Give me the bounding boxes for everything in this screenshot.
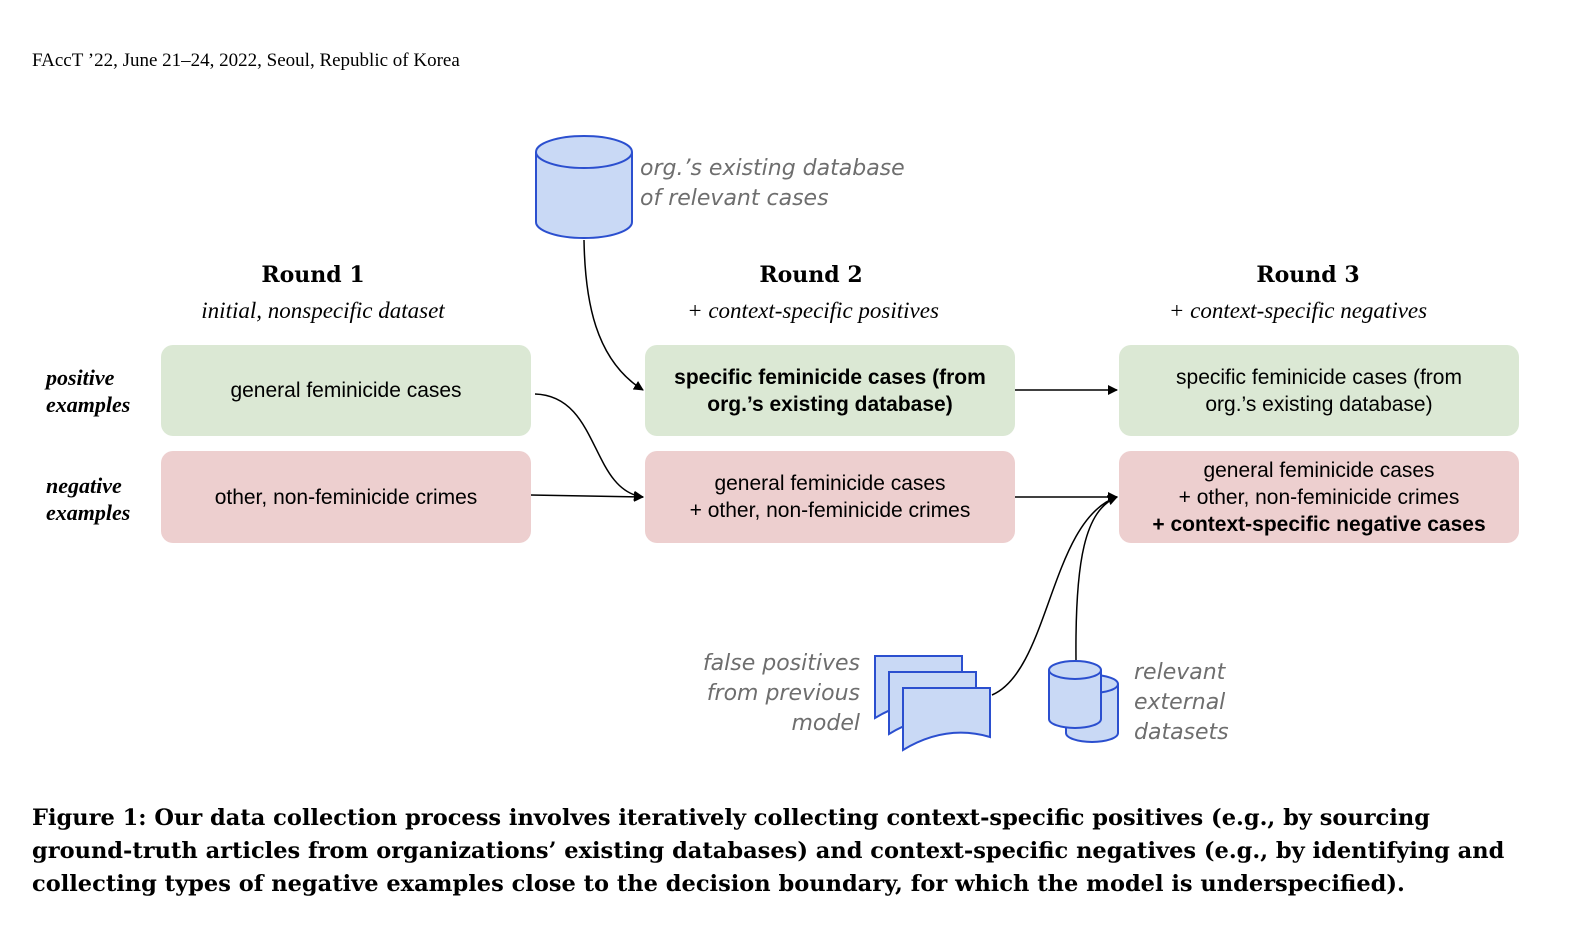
arrow-database-to-round2-positive [583,239,644,391]
negative-examples-label: negative examples [46,473,131,525]
figure-caption: Figure 1: Our data collection process in… [32,805,1505,897]
round-1-title: Round 1 [261,262,365,288]
documents-icon [874,655,991,752]
round-3-title: Round 3 [1256,262,1360,288]
round-1-positive-box: general feminicide cases [161,345,531,436]
round-3-positive-box: specific feminicide cases (from org.’s e… [1119,345,1519,436]
round-2-subtitle: + context-specific positives [687,298,939,323]
external-datasets-icon [1048,660,1119,743]
false-positives-label: false positives from previous model [702,651,860,736]
round-1-negative-box: other, non-feminicide crimes [161,451,531,543]
page-header: FAccT ’22, June 21–24, 2022, Seoul, Repu… [32,50,460,71]
database-label: org.’s existing database of relevant cas… [640,156,905,211]
external-datasets-label: relevant external datasets [1134,660,1229,745]
database-icon [535,135,633,239]
arrow-false-positives-to-round3-negative [991,495,1118,696]
positive-examples-label: positive examples [46,365,131,417]
round-2-positive-box: specific feminicide cases (from org.’s e… [645,345,1015,436]
round-1-subtitle: initial, nonspecific dataset [201,298,445,323]
arrow-external-datasets-to-round3-negative [1075,495,1118,661]
round-2-title: Round 2 [759,262,863,288]
arrow-round1-negative-to-round2-negative [529,491,644,502]
arrow-round1-positive-to-round2-negative [534,393,644,501]
round-3-subtitle: + context-specific negatives [1168,298,1428,323]
round-3-negative-box: general feminicide cases + other, non-fe… [1119,451,1519,543]
round-2-negative-box: general feminicide cases + other, non-fe… [645,451,1015,543]
